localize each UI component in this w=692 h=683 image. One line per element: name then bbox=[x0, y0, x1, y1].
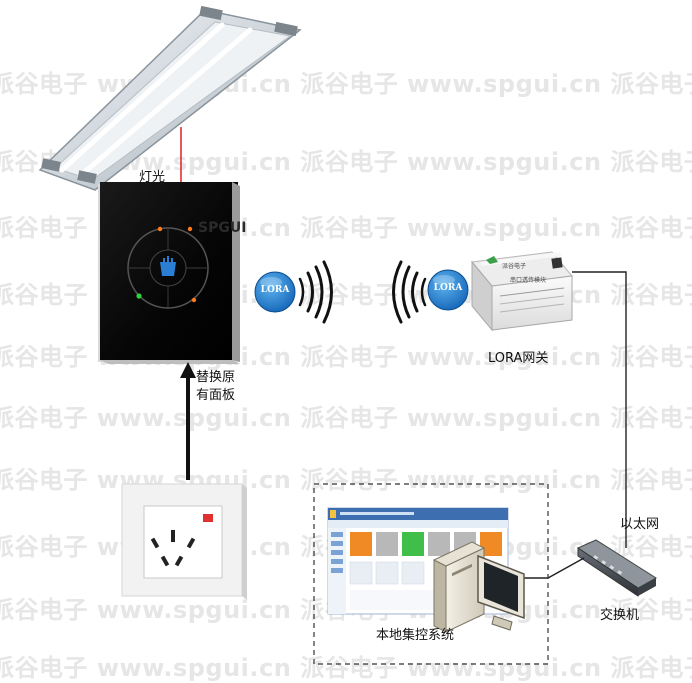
network-switch-icon bbox=[576, 539, 657, 597]
app-logo-icon bbox=[330, 510, 336, 518]
control-system-frame bbox=[313, 483, 549, 665]
light-label: 灯光 bbox=[139, 170, 166, 185]
lora-badge-right bbox=[427, 269, 469, 311]
gateway-label: LORA网关 bbox=[488, 351, 549, 366]
control-system-label: 本地集控系统 bbox=[376, 628, 455, 643]
device-tiles bbox=[349, 532, 502, 585]
replace-panel-label-line1: 替换原 bbox=[196, 370, 236, 385]
led-green-icon bbox=[136, 293, 142, 299]
ethernet-cable bbox=[572, 271, 627, 548]
panel-logo: SPGUI bbox=[198, 220, 246, 236]
signal-waves-right-icon bbox=[298, 260, 333, 324]
gateway-brand: 派谷电子 bbox=[502, 262, 526, 270]
replace-arrow bbox=[180, 362, 196, 480]
fluorescent-light-icon bbox=[38, 5, 302, 191]
touch-switch-panel: SPGUI bbox=[98, 182, 246, 364]
lora-gateway-device: 派谷电子 串口透传模块 bbox=[471, 251, 573, 332]
led-orange-icon bbox=[157, 226, 163, 232]
signal-waves-left-icon bbox=[392, 260, 427, 324]
lora-badge-left bbox=[254, 271, 296, 313]
led-orange-icon bbox=[191, 297, 197, 303]
lora-badge-left-label: LORA bbox=[260, 285, 290, 295]
replace-panel-label-line2: 有面板 bbox=[196, 388, 236, 403]
lan-cable bbox=[520, 557, 585, 579]
lora-badge-right-label: LORA bbox=[433, 283, 463, 293]
computer-icon bbox=[432, 541, 525, 633]
gateway-logo-icon bbox=[486, 256, 498, 264]
touch-center-icon bbox=[160, 256, 176, 276]
led-orange-icon bbox=[187, 226, 193, 232]
gateway-title: 串口透传模块 bbox=[510, 276, 546, 284]
ethernet-label: 以太网 bbox=[620, 517, 660, 532]
switch-label: 交换机 bbox=[600, 608, 640, 623]
wall-outlet-icon bbox=[121, 483, 247, 600]
qr-code-icon bbox=[551, 257, 563, 269]
